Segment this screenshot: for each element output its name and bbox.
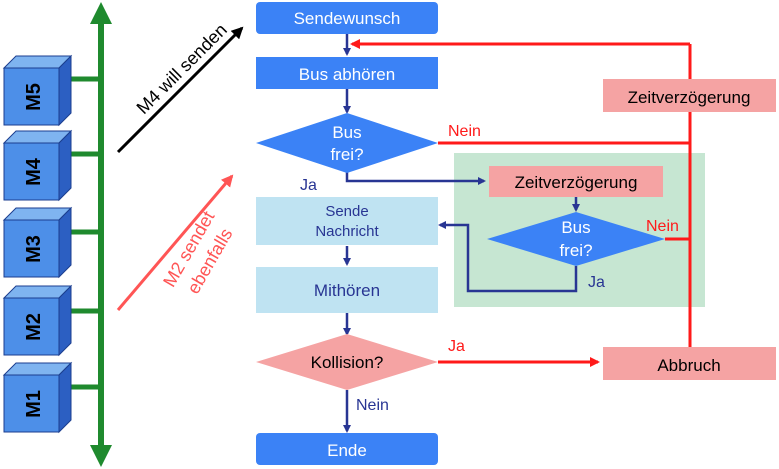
monitor-label: Mithören [314, 281, 380, 300]
m4-send-text: M4 will senden [133, 20, 231, 118]
label-ja-1: Ja [300, 177, 317, 194]
delay-box-top: Zeitverzögerung [603, 79, 776, 112]
listen-box: Bus abhören [256, 57, 438, 89]
module-m3-label: M3 [23, 235, 45, 263]
delay-label-top: Zeitverzögerung [628, 88, 751, 107]
bus-free-inner-label-2: frei? [559, 241, 592, 260]
delay-label-inner: Zeitverzögerung [515, 173, 638, 192]
start-box: Sendewunsch [256, 2, 438, 34]
module-m5: M5 [2, 54, 73, 127]
bus-free-label-2: frei? [330, 145, 363, 164]
collision-decision: Kollision? [256, 334, 438, 390]
module-m2: M2 [2, 284, 73, 357]
send-label-1: Sende [325, 203, 368, 220]
abort-label: Abbruch [657, 356, 720, 375]
label-nein-1: Nein [448, 123, 481, 140]
send-box: Sende Nachricht [256, 197, 438, 245]
label-nein-2: Nein [646, 218, 679, 235]
start-label: Sendewunsch [294, 9, 401, 28]
end-box: Ende [256, 433, 438, 465]
listen-label: Bus abhören [299, 65, 395, 84]
module-m4: M4 [2, 129, 73, 202]
collision-label: Kollision? [311, 353, 384, 372]
delay-box-inner: Zeitverzögerung [489, 166, 663, 197]
bus-free-decision-inner: Bus frei? [487, 212, 665, 266]
label-ja-3: Ja [448, 338, 465, 355]
bus-line [68, 2, 112, 467]
module-m3: M3 [2, 206, 73, 279]
m4-send-arrow [116, 26, 244, 154]
module-m4-label: M4 [23, 157, 45, 186]
module-m5-label: M5 [23, 83, 45, 111]
m2-send-arrow [116, 174, 234, 311]
monitor-box: Mithören [256, 267, 438, 313]
module-m1: M1 [2, 361, 73, 434]
navy-connectors [343, 33, 580, 433]
label-nein-3: Nein [356, 397, 389, 414]
label-ja-2: Ja [588, 274, 605, 291]
module-m1-label: M1 [23, 390, 45, 418]
bus-free-inner-label-1: Bus [561, 218, 590, 237]
bus-free-decision: Bus frei? [256, 113, 438, 173]
end-label: Ende [327, 441, 367, 460]
send-label-2: Nachricht [315, 223, 379, 240]
abort-box: Abbruch [603, 347, 776, 380]
bus-free-label-1: Bus [332, 123, 361, 142]
module-m2-label: M2 [23, 313, 45, 341]
